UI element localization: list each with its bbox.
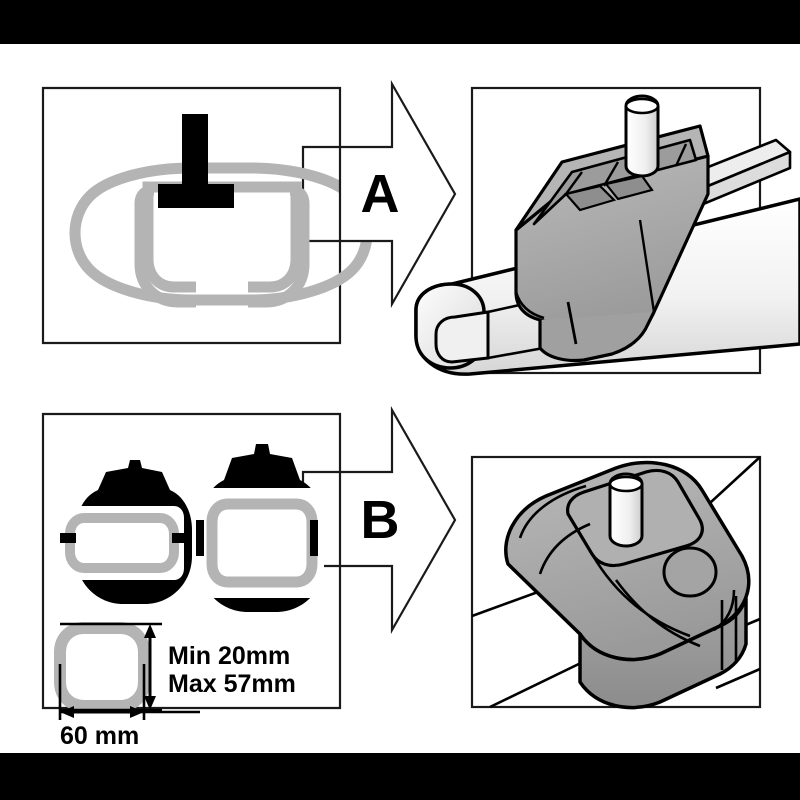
arrow-b: B xyxy=(338,405,457,635)
arrow-a: A xyxy=(338,79,457,309)
panel-bottom-right xyxy=(470,455,762,710)
rack-foot-3d-a xyxy=(514,94,710,363)
dimension-width-label: 60 mm xyxy=(60,722,139,750)
letterbox-bottom-bar xyxy=(0,753,800,800)
letterbox-top-bar xyxy=(0,0,800,44)
panel-bottom-left: Min 20mm Max 57mm 60 mm xyxy=(41,412,342,750)
t-bolt-a xyxy=(158,114,234,208)
dimension-min-label: Min 20mm xyxy=(168,642,290,670)
panel-top-left xyxy=(41,86,373,345)
dimension-profile xyxy=(54,622,150,712)
arrow-a-label: A xyxy=(361,164,400,224)
arrow-b-label: B xyxy=(361,490,400,550)
dimension-max-label: Max 57mm xyxy=(168,670,296,698)
clamp-flat-oval xyxy=(60,460,192,604)
rack-foot-3d-b xyxy=(504,460,751,710)
panel-top-right xyxy=(414,86,800,376)
dimension-width: 60 mm xyxy=(58,664,200,750)
clamp-square xyxy=(196,444,324,612)
dimension-height: Min 20mm Max 57mm xyxy=(60,622,296,712)
diagram-canvas: A xyxy=(0,44,800,753)
